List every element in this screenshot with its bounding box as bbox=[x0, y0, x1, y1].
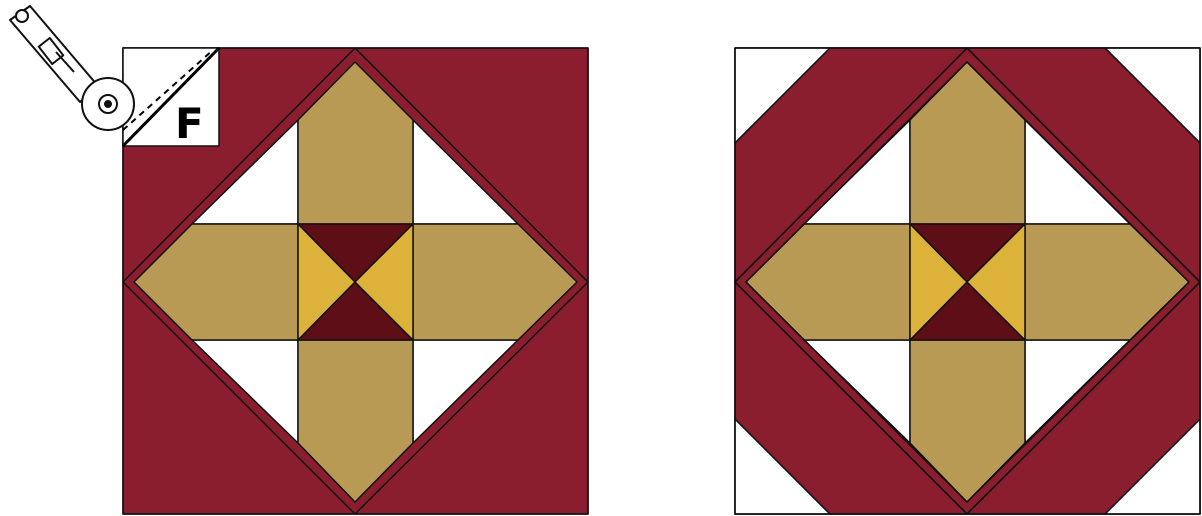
left-corner-square-f: F bbox=[123, 48, 219, 148]
rotary-cutter-icon bbox=[10, 6, 134, 130]
corner-label: F bbox=[175, 99, 204, 148]
right-quilt-block bbox=[735, 48, 1200, 514]
